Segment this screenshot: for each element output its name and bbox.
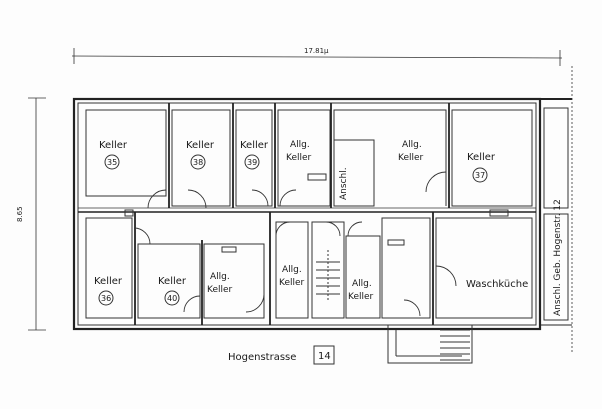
outside-steps (387, 324, 473, 364)
street-label-group: Hogenstrasse 14 (228, 345, 335, 365)
room-keller-39: Keller 39 (240, 140, 269, 170)
room-number: 40 (167, 294, 177, 303)
room-label: Keller (467, 152, 496, 163)
room-label: Keller (207, 285, 233, 295)
room-allg-keller-4: Allg. Keller (279, 265, 305, 288)
room-label: Keller (240, 140, 269, 151)
height-dimension-label: 8.65 (16, 206, 24, 222)
room-waschkueche: Waschküche (466, 279, 528, 290)
width-dimension-label: 17.81µ (304, 47, 329, 55)
room-label: Allg. (282, 265, 302, 275)
room-number: 38 (193, 158, 203, 167)
room-label: Waschküche (466, 279, 528, 290)
room-label: Keller (279, 278, 305, 288)
street-label: Hogenstrasse (228, 352, 296, 363)
room-label: Keller (186, 140, 215, 151)
outer-walls (72, 66, 573, 352)
room-number: 37 (475, 171, 485, 180)
room-keller-35: Keller 35 (99, 140, 128, 170)
room-number: 36 (101, 294, 111, 303)
room-keller-36: Keller 36 (94, 276, 123, 306)
room-keller-37: Keller 37 (467, 152, 496, 183)
room-label: Allg. (352, 279, 372, 289)
room-label: Keller (286, 153, 312, 163)
room-label: Keller (158, 276, 187, 287)
room-number: 35 (107, 158, 117, 167)
room-number: 39 (247, 158, 257, 167)
room-label: Allg. (290, 140, 310, 150)
street-number: 14 (318, 351, 331, 362)
room-label: Keller (99, 140, 128, 151)
room-keller-40: Keller 40 (158, 276, 187, 306)
room-label: Allg. (210, 272, 230, 282)
room-allg-keller-1: Allg. Keller (286, 140, 312, 163)
wall-fixtures (124, 173, 509, 253)
interior-walls (78, 103, 536, 364)
room-label: Allg. (402, 140, 422, 150)
width-dimension: 17.81µ (71, 47, 563, 66)
room-label: Keller (398, 153, 424, 163)
room-allg-keller-3: Allg. Keller (207, 272, 233, 295)
doors (133, 171, 457, 317)
room-allg-keller-5: Allg. Keller (348, 279, 374, 302)
room-label: Keller (94, 276, 123, 287)
room-keller-38: Keller 38 (186, 140, 215, 170)
corridor-label: Anschl. (339, 167, 349, 200)
room-allg-keller-2: Allg. Keller (398, 140, 424, 163)
room-label: Keller (348, 292, 374, 302)
annex-label: Anschl. Geb. Hogenstr. 12 (553, 199, 563, 316)
stairs (316, 250, 340, 300)
height-dimension: 8.65 (16, 97, 46, 331)
